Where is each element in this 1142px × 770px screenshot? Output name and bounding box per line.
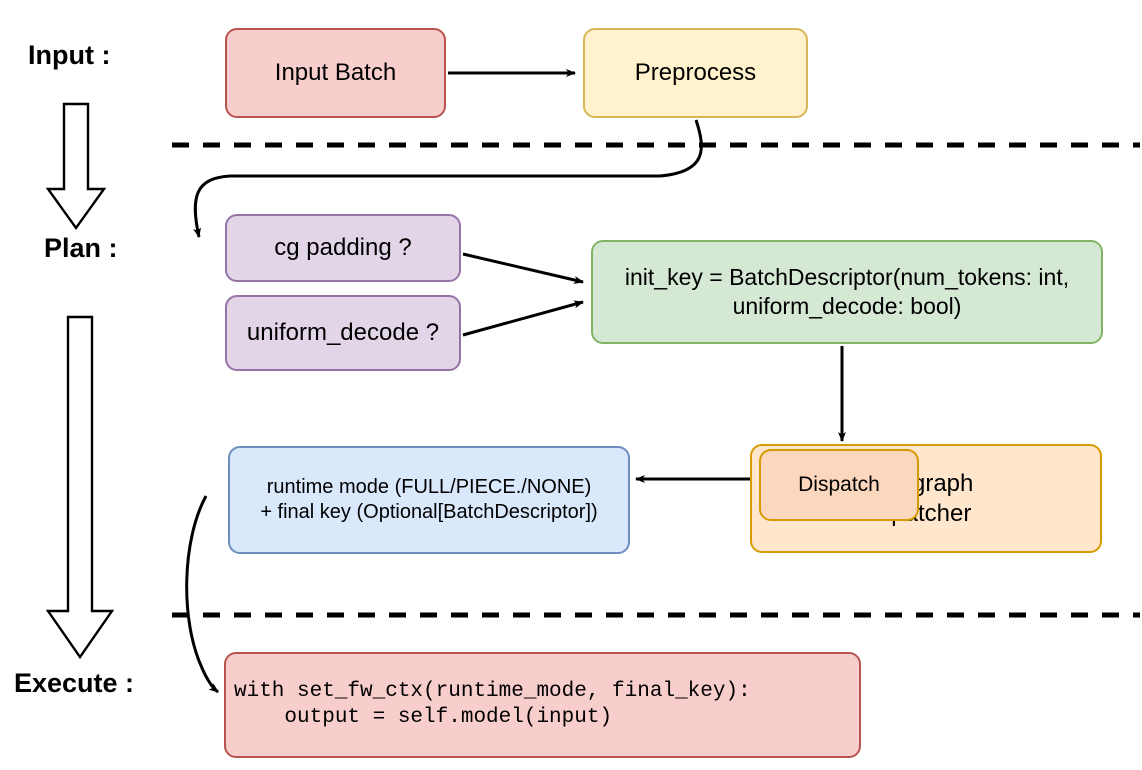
flow-arrow-plan-to-execute: [45, 315, 115, 660]
connector-cg-padding-to-init-key: [462, 252, 584, 284]
node-dispatch[interactable]: Dispatch: [759, 449, 919, 521]
connector-preprocess-to-cg-padding: [193, 119, 703, 238]
node-cg-padding-label: cg padding ?: [274, 234, 412, 261]
stage-label-plan: Plan :: [44, 233, 118, 263]
node-runtime-mode-label: runtime mode (FULL/PIECE./NONE) + final …: [260, 476, 598, 523]
node-init-key[interactable]: init_key = BatchDescriptor(num_tokens: i…: [591, 240, 1103, 344]
node-init-key-label: init_key = BatchDescriptor(num_tokens: i…: [624, 264, 1070, 319]
node-preprocess-label: Preprocess: [634, 59, 757, 86]
stage-label-input: Input :: [28, 40, 111, 70]
connector-uniform-decode-to-init-key: [462, 300, 584, 337]
connector-runtime-mode-to-code-block: [185, 495, 219, 694]
node-uniform-decode[interactable]: uniform_decode ?: [225, 295, 461, 371]
node-input-batch[interactable]: Input Batch: [225, 28, 446, 118]
node-code-block[interactable]: with set_fw_ctx(runtime_mode, final_key)…: [224, 652, 861, 758]
flow-arrow-input-to-plan: [45, 102, 107, 231]
stage-label-execute: Execute :: [14, 668, 135, 698]
node-uniform-decode-label: uniform_decode ?: [246, 319, 440, 346]
node-preprocess[interactable]: Preprocess: [583, 28, 808, 118]
node-input-batch-label: Input Batch: [274, 59, 397, 86]
node-dispatch-label: Dispatch: [798, 472, 880, 496]
node-runtime-mode[interactable]: runtime mode (FULL/PIECE./NONE) + final …: [228, 446, 630, 554]
node-cg-padding[interactable]: cg padding ?: [225, 214, 461, 282]
node-code-block-label: with set_fw_ctx(runtime_mode, final_key)…: [234, 679, 751, 729]
